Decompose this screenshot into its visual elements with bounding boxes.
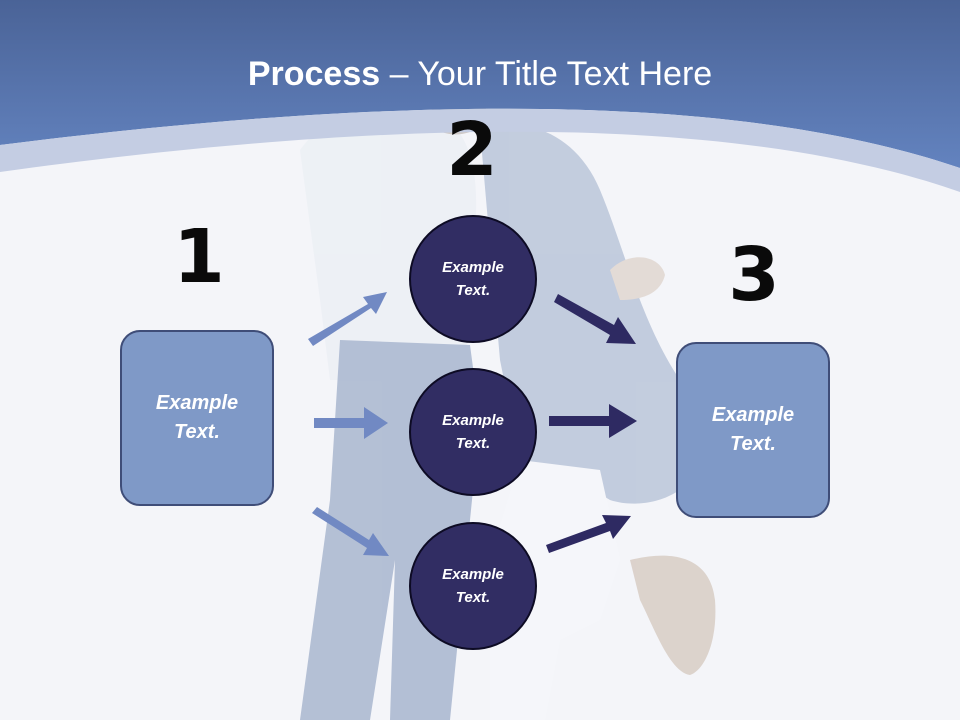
arrow-1-to-top (308, 292, 387, 346)
step-2-circle-bottom-text: Example Text. (442, 566, 504, 606)
banner-swoosh (0, 108, 960, 192)
step-number-1: 1 (173, 214, 225, 300)
step-2-circle-bottom: Example Text. (409, 522, 537, 650)
step-1-text: Example Text. (155, 392, 239, 443)
step-3-box: Example Text. (676, 342, 830, 518)
title-banner (0, 0, 960, 168)
arrow-1-to-bottom (312, 507, 389, 556)
step-2-circle-middle: Example Text. (409, 368, 537, 496)
title-bold-part: Process (247, 55, 381, 93)
step-1-box: Example Text. (120, 330, 274, 506)
step-number-2: 2 (446, 107, 498, 193)
title-rest-part: – Your Title Text Here (380, 55, 713, 93)
arrow-middle-to-3 (549, 404, 637, 438)
step-2-circle-top: Example Text. (409, 215, 537, 343)
slide-title: Process – Your Title Text Here (0, 52, 960, 96)
arrow-top-to-3 (554, 294, 636, 344)
arrow-1-to-middle (314, 407, 388, 439)
step-2-circle-middle-text: Example Text. (442, 412, 504, 452)
step-3-text: Example Text. (711, 404, 795, 455)
arrow-bottom-to-3 (546, 515, 631, 553)
step-2-circle-top-text: Example Text. (442, 259, 504, 299)
step-number-3: 3 (728, 232, 780, 318)
